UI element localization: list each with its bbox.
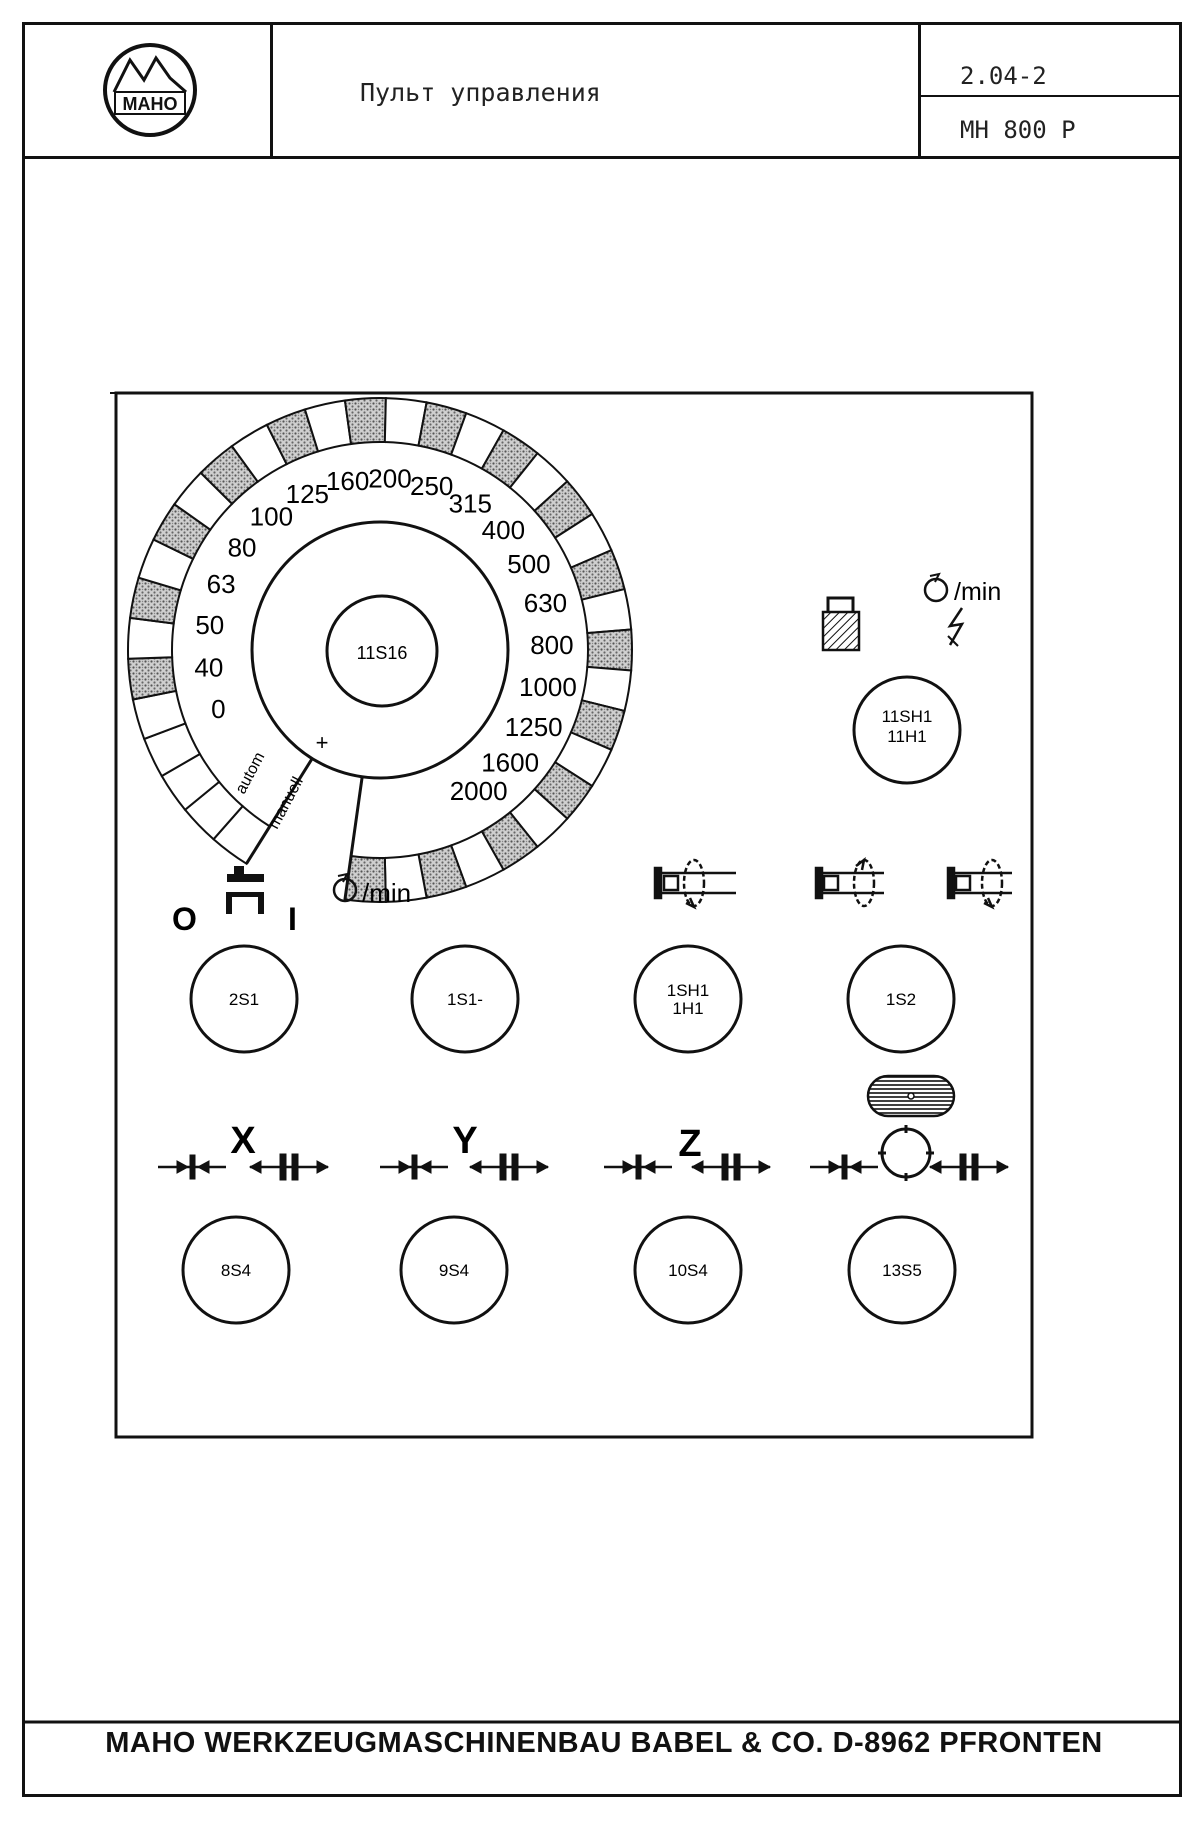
indicator-label: 11SH1 bbox=[882, 707, 933, 726]
model-number: MH 800 P bbox=[960, 116, 1076, 144]
dial-segment bbox=[127, 656, 178, 701]
clamp-icon bbox=[380, 1154, 448, 1180]
header-divider-left bbox=[270, 22, 273, 158]
panel-button-10s4[interactable] bbox=[633, 1215, 743, 1325]
dial-scale-label: 630 bbox=[524, 588, 567, 618]
button-row-2: 8S4 9S4 10S4 13S5 bbox=[181, 1215, 957, 1325]
panel-button-1sh1[interactable] bbox=[633, 944, 743, 1054]
panel-button-1s2[interactable] bbox=[846, 944, 956, 1054]
button-label: 1S1- bbox=[447, 990, 483, 1009]
dial-scale-label: 80 bbox=[228, 532, 257, 562]
clamp-icon bbox=[158, 1154, 226, 1180]
switch-on-label: I bbox=[288, 901, 297, 937]
rotary-table-icon bbox=[878, 1125, 934, 1181]
dial-scale-label: 0 bbox=[211, 694, 225, 724]
clamp-symbols bbox=[158, 1153, 1010, 1181]
dial-segment bbox=[127, 616, 175, 660]
panel-button-2s1[interactable] bbox=[189, 944, 299, 1054]
button-label: 1SH1 bbox=[667, 981, 710, 1000]
button-label: 9S4 bbox=[439, 1261, 469, 1280]
panel-button-1s1[interactable] bbox=[410, 944, 520, 1054]
plus-mark: + bbox=[316, 730, 329, 755]
button-label: 13S5 bbox=[882, 1261, 922, 1280]
dial-scale-label: 1000 bbox=[519, 672, 577, 702]
dial-scale-label: 400 bbox=[482, 515, 525, 545]
button-label: 8S4 bbox=[221, 1261, 251, 1280]
rpm-icon bbox=[332, 872, 358, 903]
header-divider-right bbox=[918, 22, 921, 158]
dial-scale-label: 500 bbox=[507, 549, 550, 579]
knob-11s16-label: 11S16 bbox=[357, 643, 408, 663]
header-bottom-rule bbox=[22, 156, 1182, 159]
axis-label-z: Z bbox=[678, 1123, 701, 1165]
button-label: 1H1 bbox=[672, 999, 703, 1018]
axis-label-y: Y bbox=[452, 1120, 477, 1162]
dial-scale-label: 50 bbox=[195, 610, 224, 640]
dial-scale-label: 63 bbox=[207, 569, 236, 599]
mode-manuell-label: manuell bbox=[266, 774, 307, 831]
spindle-icon bbox=[814, 857, 884, 908]
footer-company: MAHO WERKZEUGMASCHINENBAU BABEL & CO. D-… bbox=[105, 1727, 1103, 1759]
indicator-label2: 11H1 bbox=[887, 727, 926, 746]
document-sheet bbox=[22, 22, 1182, 1797]
dial-scale-label: 315 bbox=[449, 489, 492, 519]
release-icon bbox=[468, 1153, 550, 1181]
spindle-icon bbox=[653, 858, 736, 910]
panel-button-9s4[interactable] bbox=[399, 1215, 509, 1325]
header-cell-rule bbox=[918, 95, 1182, 97]
page-title: Пульт управления bbox=[360, 78, 601, 107]
dial-scale-label: 1600 bbox=[481, 747, 539, 777]
oval-button-icon[interactable] bbox=[866, 1074, 956, 1118]
spindle-icon bbox=[946, 858, 1012, 910]
dial-scale-label: 125 bbox=[286, 479, 329, 509]
clamp-icon bbox=[810, 1154, 878, 1180]
dial-scale-label: 40 bbox=[194, 652, 223, 682]
axis-label-x: X bbox=[230, 1120, 256, 1162]
switch-off-label: O bbox=[172, 901, 197, 937]
axis-labels: X Y Z bbox=[230, 1120, 701, 1165]
mode-autom-label: autom bbox=[233, 750, 269, 797]
button-label: 10S4 bbox=[668, 1261, 708, 1280]
rpm-label: /min bbox=[954, 578, 1001, 606]
panel-button-13s5[interactable] bbox=[847, 1215, 957, 1325]
release-icon bbox=[248, 1153, 330, 1181]
release-icon bbox=[928, 1153, 1010, 1181]
clamp-icon bbox=[604, 1154, 672, 1180]
dial-scale-label: 2000 bbox=[450, 776, 508, 806]
dial-gap-edge bbox=[245, 757, 314, 865]
lock-icon bbox=[821, 596, 861, 652]
knob-11s16[interactable] bbox=[325, 594, 439, 708]
doc-number: 2.04-2 bbox=[960, 62, 1047, 90]
dial-outer-ring bbox=[127, 397, 634, 903]
dial-scale-label: 1250 bbox=[505, 712, 563, 742]
dial-rpm-label: /min bbox=[362, 878, 411, 908]
dial-scale-label: 250 bbox=[410, 471, 453, 501]
release-icon bbox=[690, 1153, 772, 1181]
maho-logo-icon: MAHO bbox=[103, 43, 197, 137]
logo-text: MAHO bbox=[123, 94, 178, 114]
dial-scale-label: 160 bbox=[326, 466, 369, 496]
panel-frame bbox=[114, 391, 1034, 1439]
main-switch-icon bbox=[226, 866, 264, 914]
dial-segment bbox=[586, 628, 634, 672]
button-label: 2S1 bbox=[229, 990, 259, 1009]
dial-scale-label: 100 bbox=[250, 502, 293, 532]
indicator-11sh1[interactable] bbox=[852, 675, 962, 785]
rpm-icon bbox=[923, 572, 965, 647]
dial-segment bbox=[343, 397, 387, 446]
dial-scale-label: 800 bbox=[530, 630, 573, 660]
dial-scale-label: 200 bbox=[368, 463, 411, 493]
panel-button-8s4[interactable] bbox=[181, 1215, 291, 1325]
button-label: 1S2 bbox=[886, 990, 916, 1009]
